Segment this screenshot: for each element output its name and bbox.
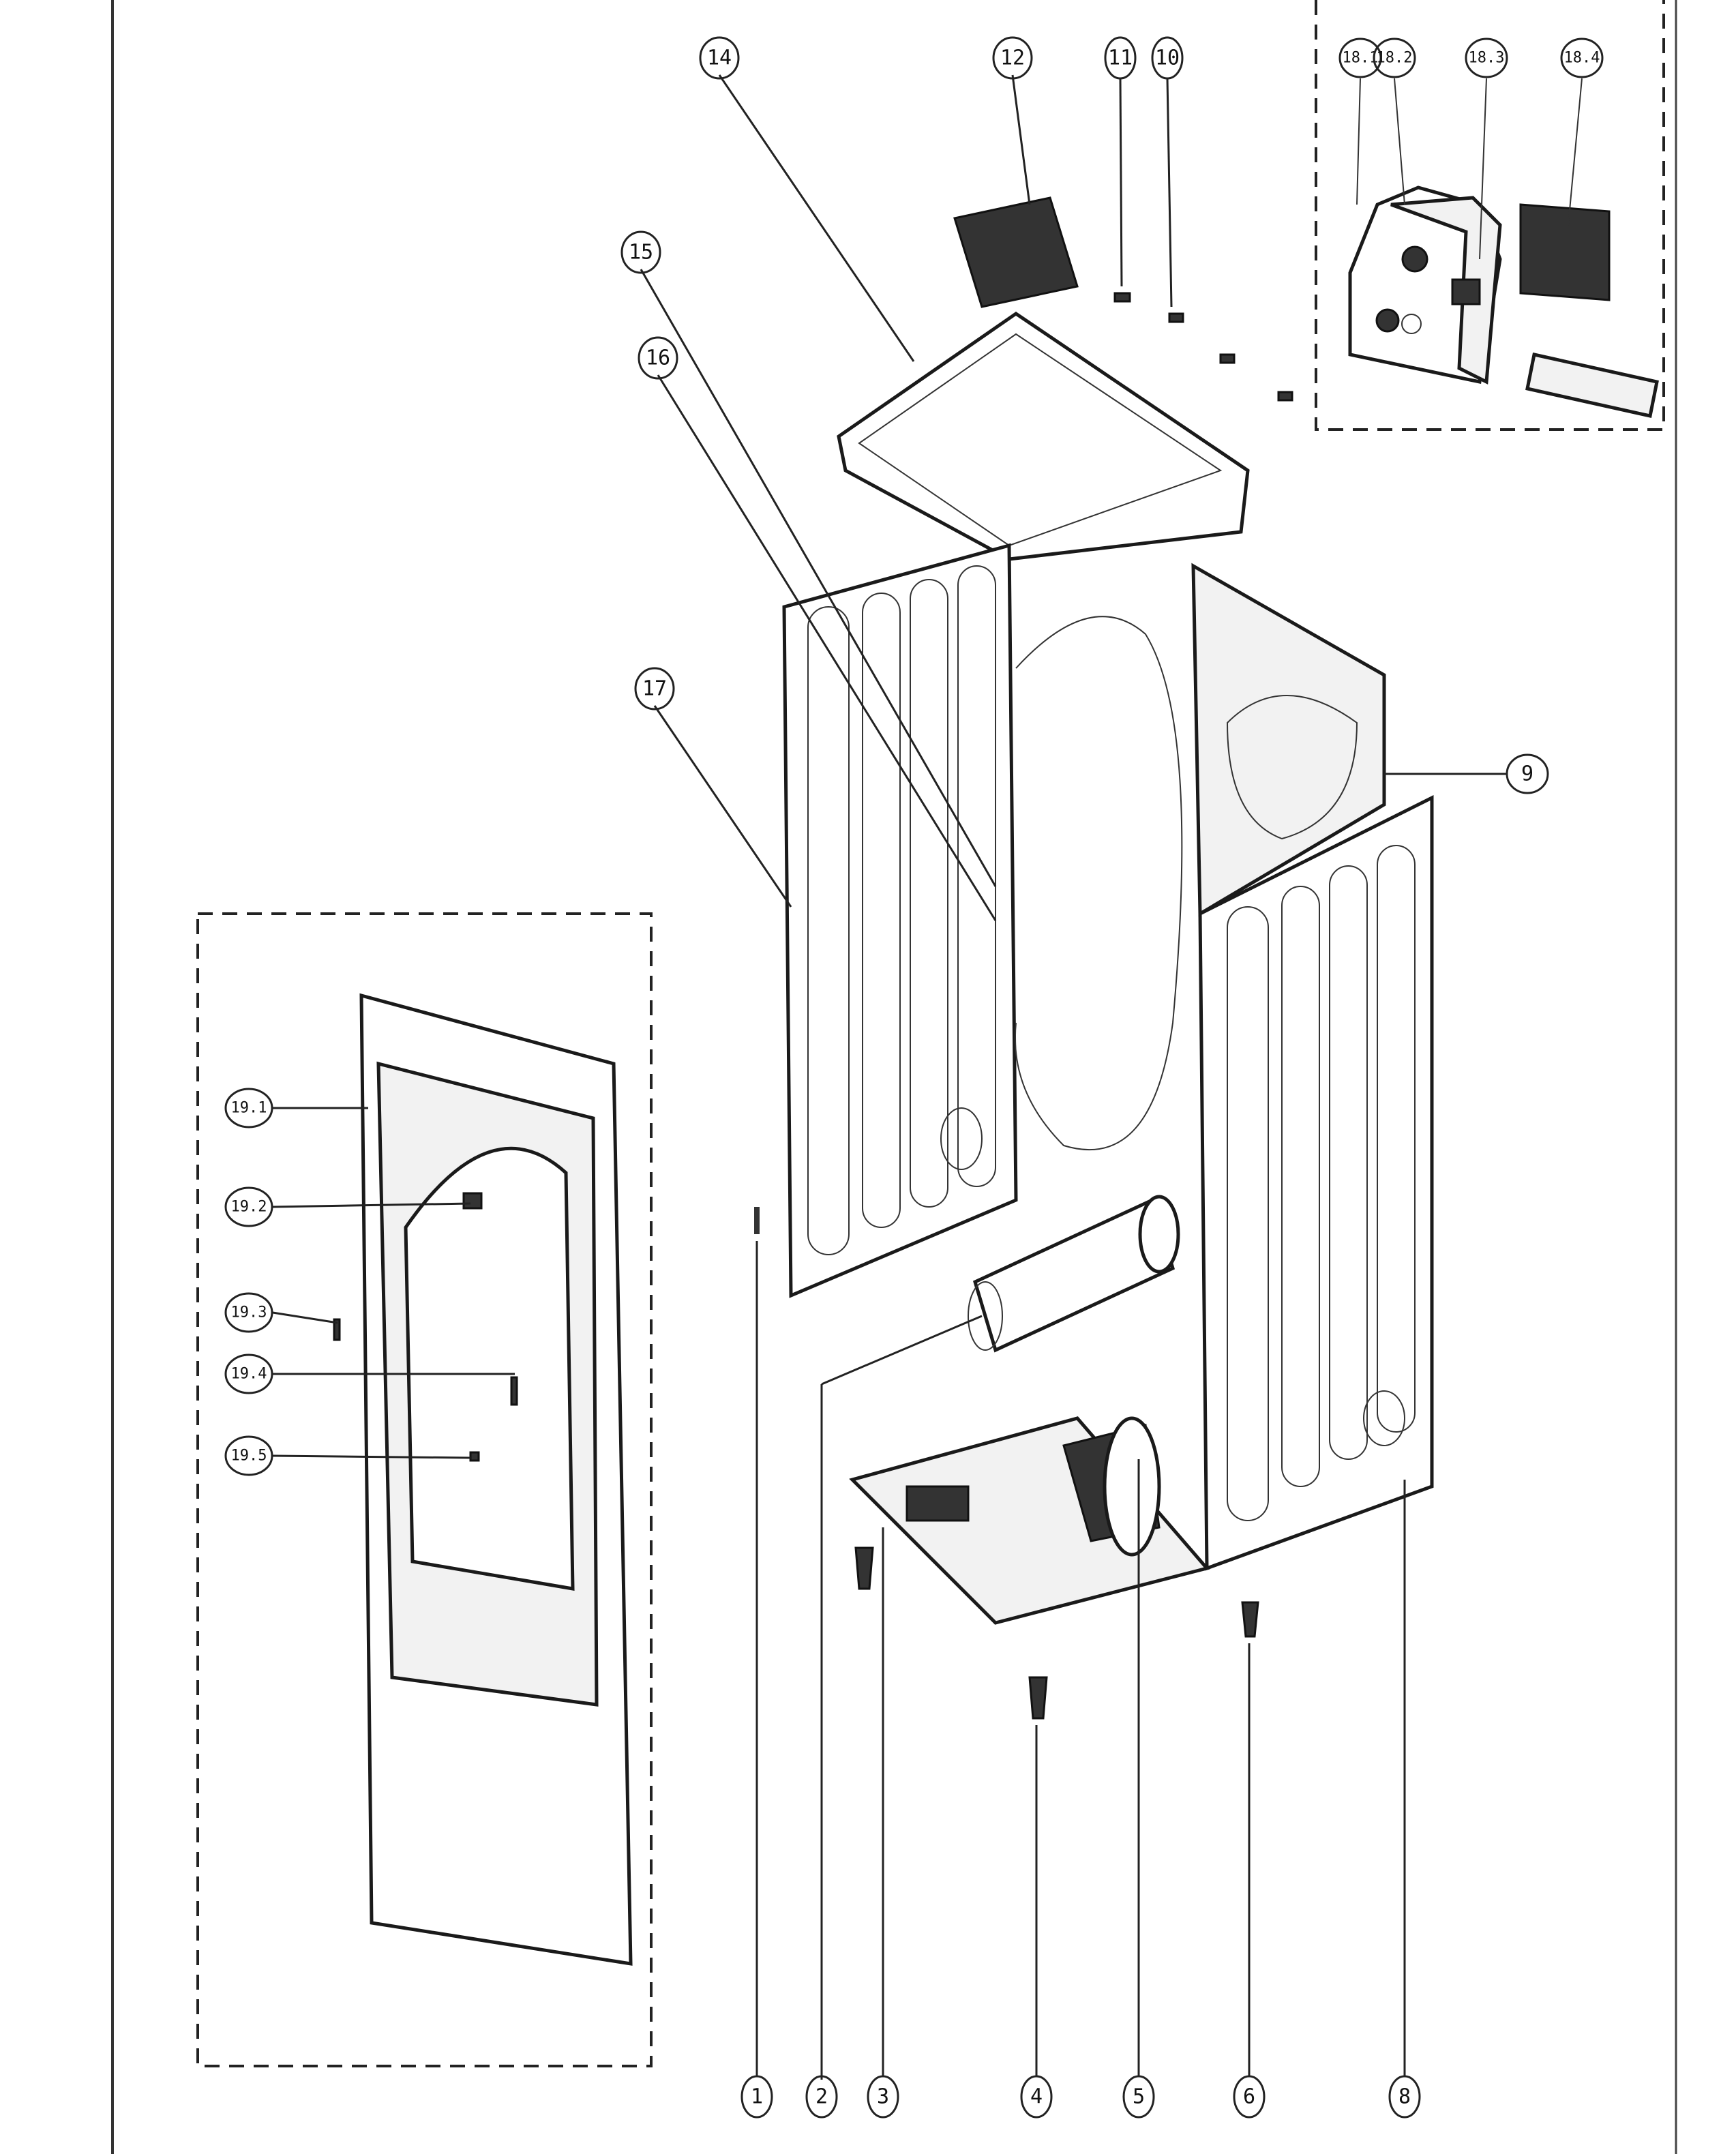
top-lid-part bbox=[837, 196, 1250, 561]
callout-18-1: 18.1 bbox=[1338, 38, 1382, 78]
callout-18-3: 18.3 bbox=[1465, 38, 1508, 78]
svg-text:3: 3 bbox=[877, 2085, 889, 2109]
callout-6: 6 bbox=[1233, 2075, 1266, 2119]
callout-19-1: 19.1 bbox=[224, 1088, 273, 1128]
svg-text:12: 12 bbox=[1000, 46, 1025, 70]
svg-text:14: 14 bbox=[707, 46, 732, 70]
svg-text:2: 2 bbox=[815, 2085, 828, 2109]
callout-9: 9 bbox=[1506, 753, 1549, 794]
callout-19-4: 19.4 bbox=[224, 1353, 273, 1394]
callout-4: 4 bbox=[1020, 2075, 1053, 2119]
control-panel-inset bbox=[1315, 0, 1665, 431]
rear-panel bbox=[1191, 563, 1386, 917]
svg-text:17: 17 bbox=[642, 677, 667, 701]
foot-screw-center bbox=[1028, 1676, 1048, 1720]
base-part bbox=[849, 1416, 1210, 1625]
lid-screws bbox=[1113, 292, 1293, 402]
svg-text:19.1: 19.1 bbox=[231, 1100, 267, 1117]
callout-14: 14 bbox=[699, 36, 740, 80]
svg-text:19.4: 19.4 bbox=[231, 1366, 267, 1383]
door-inset bbox=[196, 912, 653, 2067]
svg-text:18.4: 18.4 bbox=[1564, 50, 1600, 67]
drum-part bbox=[1014, 616, 1183, 1151]
svg-text:19.5: 19.5 bbox=[231, 1448, 267, 1465]
svg-text:9: 9 bbox=[1521, 762, 1533, 786]
callout-3: 3 bbox=[867, 2075, 899, 2119]
leader-lines bbox=[272, 74, 1583, 2080]
callout-19-5: 19.5 bbox=[224, 1435, 273, 1476]
callout-19-2: 19.2 bbox=[224, 1186, 273, 1227]
callout-2: 2 bbox=[805, 2075, 838, 2119]
callout-19-3: 19.3 bbox=[224, 1292, 273, 1333]
svg-text:4: 4 bbox=[1030, 2085, 1043, 2109]
svg-text:19.2: 19.2 bbox=[231, 1199, 267, 1216]
svg-text:8: 8 bbox=[1398, 2085, 1411, 2109]
svg-text:11: 11 bbox=[1108, 46, 1133, 70]
callout-8: 8 bbox=[1388, 2075, 1421, 2119]
svg-text:18.1: 18.1 bbox=[1343, 50, 1379, 67]
callout-12: 12 bbox=[992, 36, 1033, 80]
foot-screw-right bbox=[1241, 1601, 1259, 1638]
callout-5: 5 bbox=[1122, 2075, 1155, 2119]
foot-screw-left bbox=[854, 1546, 874, 1590]
callout-15: 15 bbox=[620, 230, 661, 274]
right-side-panel bbox=[1198, 794, 1434, 1571]
callout-10: 10 bbox=[1151, 36, 1184, 80]
svg-text:1: 1 bbox=[751, 2085, 763, 2109]
callout-18-4: 18.4 bbox=[1560, 38, 1604, 78]
svg-text:10: 10 bbox=[1155, 46, 1180, 70]
svg-text:5: 5 bbox=[1133, 2085, 1145, 2109]
svg-text:19.3: 19.3 bbox=[231, 1304, 267, 1321]
svg-text:6: 6 bbox=[1243, 2085, 1255, 2109]
callout-18-2: 18.2 bbox=[1373, 38, 1416, 78]
clip-part bbox=[754, 1207, 760, 1234]
svg-text:18.3: 18.3 bbox=[1469, 50, 1505, 67]
callout-16: 16 bbox=[638, 336, 678, 380]
callout-11: 11 bbox=[1104, 36, 1137, 80]
callout-1: 1 bbox=[740, 2075, 773, 2119]
svg-text:18.2: 18.2 bbox=[1377, 50, 1413, 67]
svg-text:16: 16 bbox=[646, 346, 670, 370]
cylinder-part bbox=[968, 1195, 1180, 1353]
callout-17: 17 bbox=[634, 667, 675, 710]
svg-text:15: 15 bbox=[629, 241, 653, 265]
left-side-panel bbox=[782, 543, 1018, 1298]
